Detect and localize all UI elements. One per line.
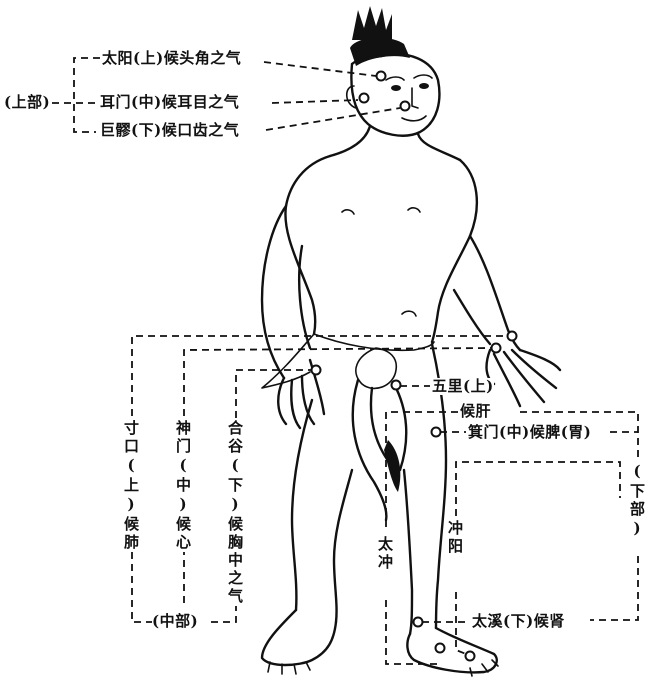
nipple-right <box>408 208 420 212</box>
point-juliao <box>401 102 410 111</box>
hair-topknot <box>352 6 392 40</box>
line-chongyang <box>456 462 620 516</box>
taixi-label: 太溪(下)候肾 <box>472 613 565 630</box>
taiyang-label: 太阳(上)候头角之气 <box>102 50 241 67</box>
lower-region-label: (下部) <box>628 462 645 540</box>
point-taiyang <box>377 72 386 81</box>
liver-label: 候肝 <box>460 403 491 420</box>
mouth <box>402 116 426 121</box>
neck-left <box>330 126 370 156</box>
chongyang-label: 冲阳 <box>446 520 463 556</box>
hand-right <box>487 350 560 406</box>
line-upper-bracket <box>74 58 100 132</box>
torso-left <box>285 156 330 334</box>
line-taichong-down <box>386 600 440 664</box>
leg-right-inner <box>404 470 412 634</box>
point-chongyang <box>466 652 475 661</box>
line-hegu-bottom <box>208 604 236 622</box>
point-jimen <box>432 428 441 437</box>
middle-region-label: (中部) <box>152 613 198 630</box>
line-juliao <box>266 108 400 130</box>
loincloth-drape <box>353 380 406 520</box>
shenmen-label: 神门(中)候心 <box>174 420 191 552</box>
point-ermen <box>360 94 369 103</box>
foot-left <box>262 610 336 665</box>
jimen-label: 箕门(中)候脾(胃) <box>468 424 591 441</box>
hair <box>350 38 410 66</box>
eye-right <box>419 83 429 89</box>
ermen-label: 耳门(中)候耳目之气 <box>100 94 239 111</box>
hegu-label: 合谷(下)候胸中之气 <box>226 420 243 606</box>
point-taichong <box>436 644 445 653</box>
loincloth-knot <box>356 348 396 388</box>
line-lower-right <box>590 556 638 620</box>
juliao-label: 巨髎(下)候口齿之气 <box>100 122 239 139</box>
point-hegu <box>312 366 321 375</box>
leg-left-outer <box>292 400 312 610</box>
neck-right <box>418 134 460 160</box>
taichong-label: 太冲 <box>376 536 393 572</box>
line-ermen <box>272 100 358 103</box>
leg-left-inner <box>334 470 352 622</box>
line-chongyang-bottom <box>456 592 466 654</box>
point-taixi <box>414 618 423 627</box>
arm-left-outer <box>262 206 286 378</box>
wuli-label: 五里(上) <box>432 378 494 395</box>
cunkou-label: 寸口(上)候肺 <box>122 420 139 552</box>
eyebrow-left <box>386 77 404 80</box>
navel <box>402 311 416 316</box>
point-wuli <box>392 381 401 390</box>
line-cunkou <box>132 336 508 416</box>
loincloth-left-flap <box>262 334 314 388</box>
line-cunkou-bottom <box>132 540 152 622</box>
arm-left-inner <box>299 246 310 348</box>
eye-left <box>391 85 401 91</box>
point-shenmen <box>492 344 501 353</box>
eyebrow-right <box>414 75 432 78</box>
upper-region-label: (上部) <box>4 94 50 111</box>
point-cunkou <box>508 332 517 341</box>
human-figure <box>262 6 560 676</box>
nose <box>412 88 418 108</box>
nipple-left <box>342 210 354 214</box>
